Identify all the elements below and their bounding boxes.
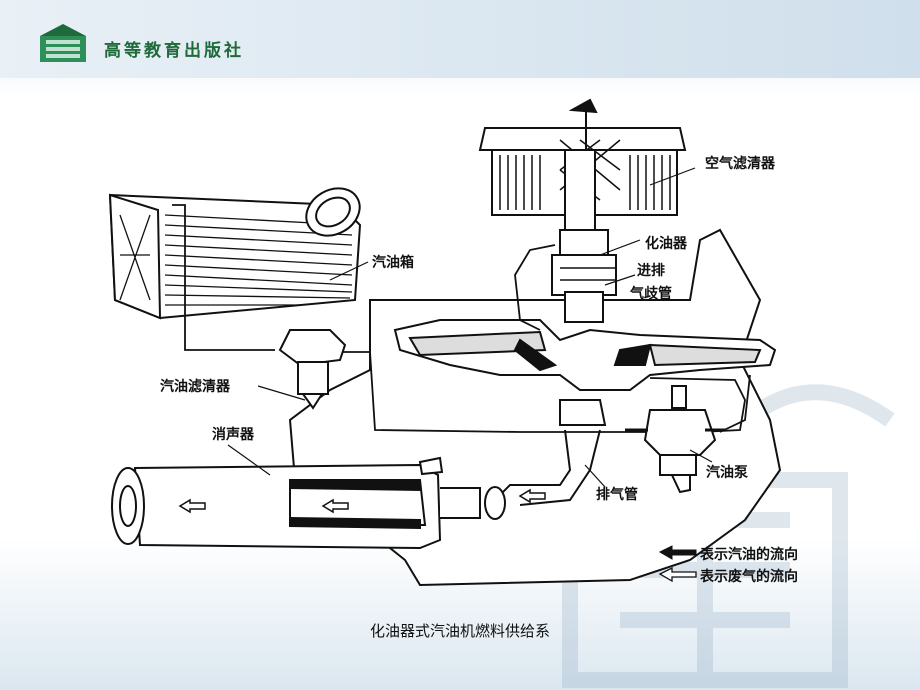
exhaust-pipe-drawing bbox=[494, 399, 607, 506]
label-exhaust-pipe: 排气管 bbox=[596, 487, 638, 503]
exhaust-flow-arrow-icon bbox=[658, 566, 697, 583]
label-carburetor: 化油器 bbox=[645, 236, 687, 252]
legend-fuel-flow: 表示汽油的流向 bbox=[700, 547, 798, 563]
publisher-logo bbox=[40, 24, 86, 62]
carburetor-drawing bbox=[551, 229, 617, 323]
fuel-pump-drawing bbox=[625, 385, 725, 494]
header-bar bbox=[0, 0, 920, 78]
legend-arrows bbox=[658, 545, 697, 583]
label-fuel-filter: 汽油滤清器 bbox=[160, 379, 230, 395]
legend-exhaust-flow: 表示废气的流向 bbox=[700, 569, 798, 585]
figure-caption: 化油器式汽油机燃料供给系 bbox=[369, 622, 550, 640]
label-muffler: 消声器 bbox=[212, 427, 254, 443]
muffler-drawing bbox=[111, 456, 506, 550]
leader-lines bbox=[227, 167, 713, 488]
label-air-filter: 空气滤清器 bbox=[705, 156, 775, 172]
label-manifold-line2: 气歧管 bbox=[630, 286, 672, 302]
air-filter-drawing bbox=[478, 98, 687, 231]
label-manifold-line1: 进排 bbox=[637, 263, 665, 279]
label-fuel-pump: 汽油泵 bbox=[706, 465, 748, 481]
fuel-tank-drawing bbox=[108, 187, 362, 320]
fuel-flow-arrow-icon bbox=[658, 545, 697, 560]
fuel-lines bbox=[172, 204, 751, 433]
publisher-name: 高等教育出版社 bbox=[104, 41, 244, 61]
manifold-drawing bbox=[393, 319, 777, 391]
fuel-filter-drawing bbox=[278, 329, 347, 410]
label-fuel-tank: 汽油箱 bbox=[372, 255, 414, 271]
exhaust-arrows bbox=[178, 488, 546, 514]
